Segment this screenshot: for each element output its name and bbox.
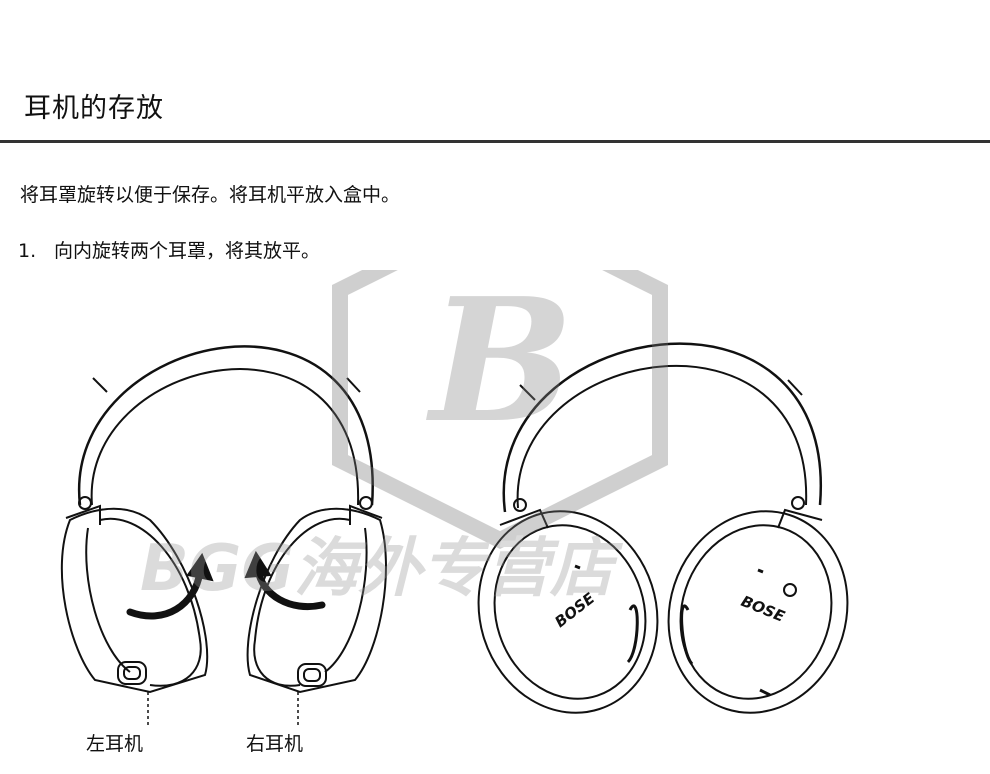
intro-paragraph: 将耳罩旋转以便于保存。将耳机平放入盒中。 (20, 184, 401, 206)
section-title: 耳机的存放 (24, 93, 164, 124)
step-text: 向内旋转两个耳罩，将其放平。 (54, 240, 321, 262)
step-item: 1. 向内旋转两个耳罩，将其放平。 (18, 236, 320, 263)
left-earcup-label: 左耳机 (86, 733, 144, 755)
headphones-front-view (60, 345, 387, 728)
headphone-illustration: BOSE BOSE B BGG海外专营店 (60, 270, 849, 728)
title-divider (0, 140, 990, 143)
curved-arrow-icon (126, 552, 214, 620)
right-earcup-label: 右耳机 (246, 733, 304, 755)
watermark: B BGG海外专营店 (140, 270, 668, 606)
brand-mark-right: BOSE (739, 592, 788, 626)
headphones-flat-view (477, 342, 849, 714)
watermark-logo: B (426, 270, 574, 461)
step-number: 1. (18, 240, 37, 262)
watermark-text: BGG海外专营店 (140, 532, 624, 606)
curved-arrow-icon (244, 550, 326, 610)
